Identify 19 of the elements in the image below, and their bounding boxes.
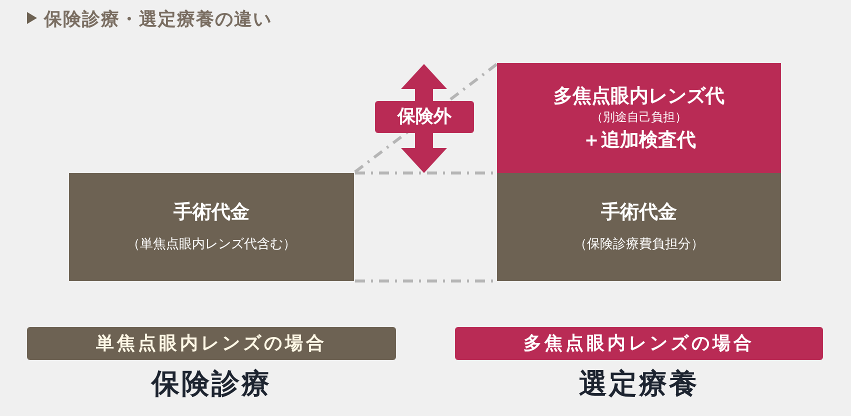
box-heading: 多焦点眼内レンズの場合 <box>524 332 754 356</box>
case-badge <box>455 327 823 360</box>
box-note: （保険診療費負担分） <box>574 236 704 254</box>
category-heading: 保険診療 <box>150 366 272 402</box>
cost-box <box>69 173 354 281</box>
case-badge <box>27 327 396 360</box>
cost-box <box>497 173 781 281</box>
box-heading: 保険外 <box>398 105 452 129</box>
diagram-title: 保険診療・選定療養の違い <box>44 8 272 31</box>
box-heading: 手術代金 <box>601 200 677 225</box>
box-note: （単焦点眼内レンズ代含む） <box>127 236 296 254</box>
box-heading: 手術代金 <box>174 200 250 225</box>
box-heading: 多焦点眼内レンズ代 <box>554 84 724 108</box>
category-heading: 選定療養 <box>578 366 700 402</box>
tag-badge <box>375 101 474 133</box>
box-heading: ＋追加検査代 <box>582 128 696 152</box>
box-heading: 単焦点眼内レンズの場合 <box>96 332 327 356</box>
box-note: （別途自己負担） <box>591 110 687 126</box>
cost-box <box>497 63 781 173</box>
